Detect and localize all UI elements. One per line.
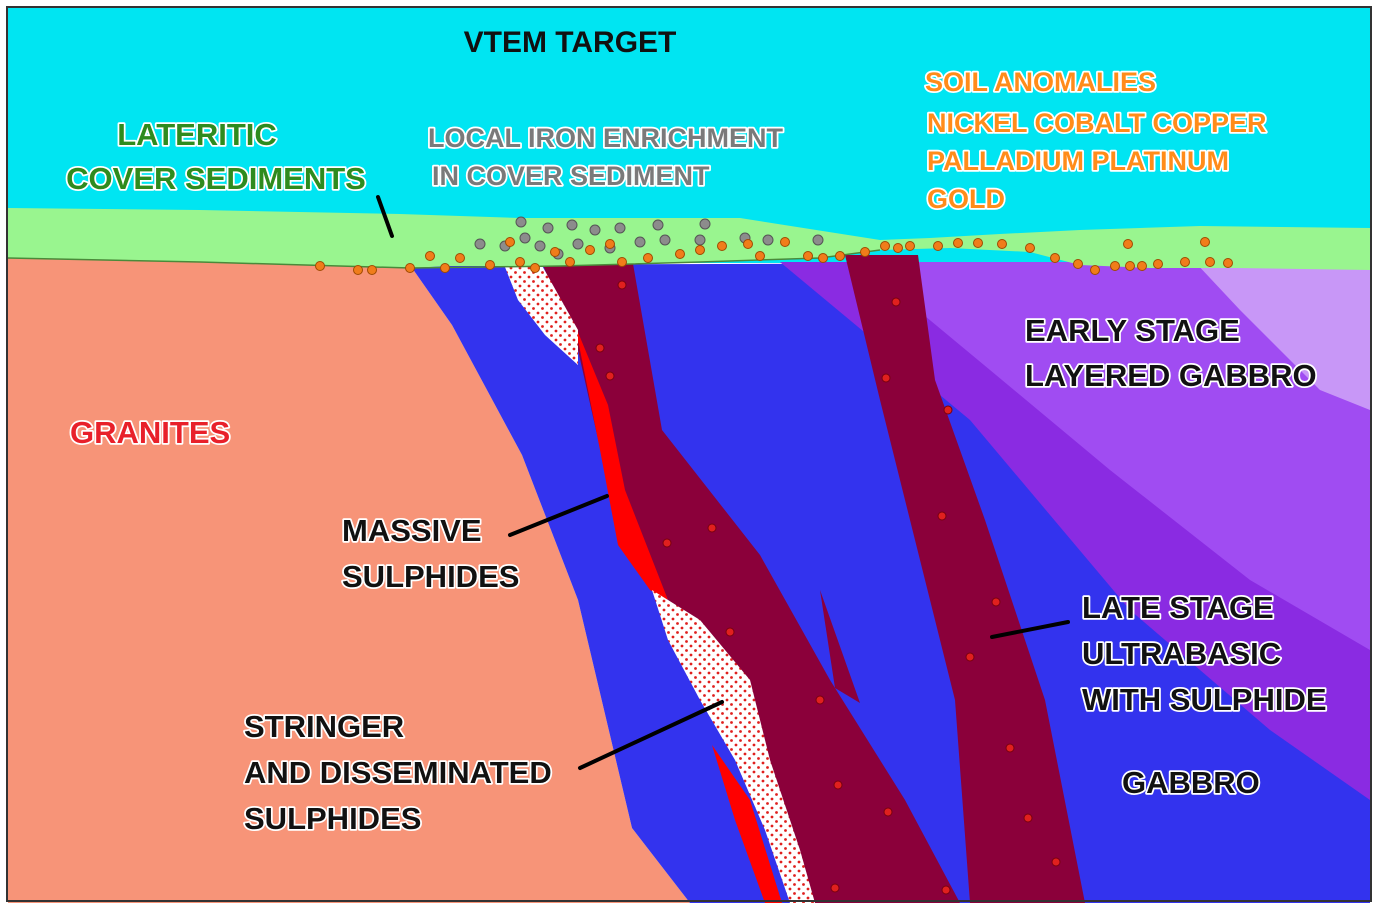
- late-stage-label-line2: ULTRABASIC: [1082, 636, 1281, 671]
- diagram-frame: [6, 6, 1372, 902]
- stringer-label-line1: STRINGER: [244, 709, 404, 744]
- early-gabbro-region: [860, 262, 1370, 650]
- massive-sulphides-label-line2: SULPHIDES: [342, 559, 519, 594]
- soil-anomalies-label-line2: NICKEL COBALT COPPER: [927, 108, 1267, 138]
- massive-sulphides-label-line1: MASSIVE: [342, 513, 482, 548]
- cover-sediments: [8, 208, 1370, 270]
- iron-enrichment-dots: [474, 216, 824, 260]
- granites-label: GRANITES: [70, 415, 230, 450]
- granite-region: [8, 258, 690, 903]
- disseminated-sulphide-lower: [652, 590, 815, 903]
- ultrabasic-dyke-west: [540, 258, 960, 903]
- late-stage-label-line3: WITH SULPHIDE: [1082, 682, 1327, 717]
- massive-sulphides-leader: [508, 494, 609, 537]
- cover-sediments-leader: [376, 195, 394, 238]
- early-stage-label-line1: EARLY STAGE: [1025, 313, 1240, 348]
- massive-sulphide-lower: [712, 745, 782, 903]
- early-gabbro-light-band: [1195, 262, 1370, 410]
- vtem-target-label: VTEM TARGET: [464, 26, 677, 59]
- stringer-label-line2: AND DISSEMINATED: [244, 755, 552, 790]
- soil-anomalies-label-line1: SOIL ANOMALIES: [925, 67, 1156, 97]
- late-stage-label-line1: LATE STAGE: [1082, 590, 1274, 625]
- lateritic-label-line2: COVER SEDIMENTS: [66, 161, 366, 196]
- soil-anomalies-label-line3: PALLADIUM PLATINUM: [927, 146, 1229, 176]
- disseminated-sulphide-upper: [503, 262, 578, 365]
- soil-anomalies-label-line4: GOLD: [927, 184, 1005, 214]
- gabbro-label: GABBRO: [1122, 765, 1260, 800]
- stringer-label-line3: SULPHIDES: [244, 801, 421, 836]
- late-stage-leader: [990, 620, 1070, 639]
- lateritic-label-line1: LATERITIC: [117, 117, 277, 152]
- iron-enrichment-label-line1: LOCAL IRON ENRICHMENT: [428, 123, 784, 153]
- stringer-leader: [578, 700, 724, 770]
- early-stage-label-line2: LAYERED GABBRO: [1025, 358, 1317, 393]
- ultrabasic-sulphide-dots: [595, 280, 1061, 895]
- ultrabasic-dyke-splay: [820, 590, 860, 703]
- ultrabasic-dyke-east: [845, 255, 1085, 903]
- massive-sulphide-body: [575, 325, 668, 600]
- soil-anomaly-dots: [315, 237, 1233, 275]
- iron-enrichment-label-line2: IN COVER SEDIMENT: [432, 161, 710, 191]
